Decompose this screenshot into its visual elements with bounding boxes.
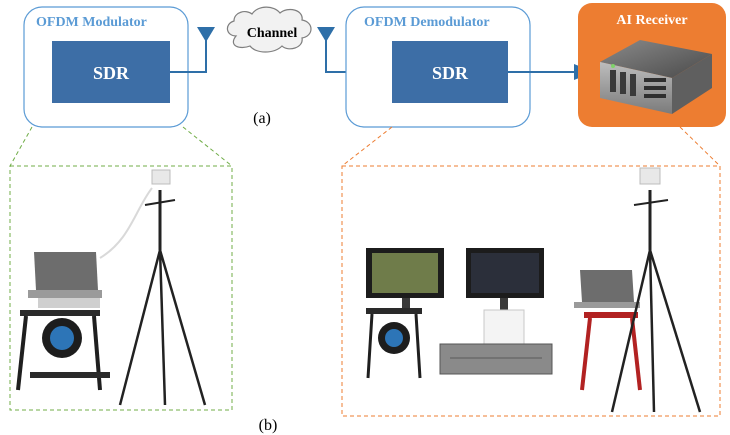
modulator-sdr-label: SDR (93, 63, 130, 83)
ai-receiver-title: AI Receiver (616, 13, 687, 28)
modulator-sdr-block (52, 41, 170, 103)
channel-cloud-icon: Channel (226, 6, 312, 53)
transmitter-photo (9, 165, 233, 411)
receiver-photo (341, 165, 721, 417)
caption-a: (a) (253, 110, 271, 127)
tx-antenna-icon (197, 27, 215, 42)
demodulator-sdr-label: SDR (432, 63, 469, 83)
tx-projection-right (182, 126, 233, 167)
demodulator-block: OFDM Demodulator SDR (345, 6, 531, 128)
tx-projection-left (9, 126, 33, 167)
rx-projection-right (679, 126, 721, 167)
modulator-block: OFDM Modulator SDR (23, 6, 189, 128)
rx-antenna-icon (317, 27, 335, 42)
caption-b: (b) (259, 417, 278, 434)
modulator-title: OFDM Modulator (36, 15, 147, 30)
server-icon (600, 40, 712, 114)
demodulator-sdr-block (392, 41, 508, 103)
demodulator-title: OFDM Demodulator (364, 15, 490, 30)
tx-link-line (170, 36, 207, 73)
rx-projection-left (341, 126, 393, 167)
channel-label: Channel (247, 26, 298, 41)
ai-receiver-block: AI Receiver (578, 3, 726, 127)
